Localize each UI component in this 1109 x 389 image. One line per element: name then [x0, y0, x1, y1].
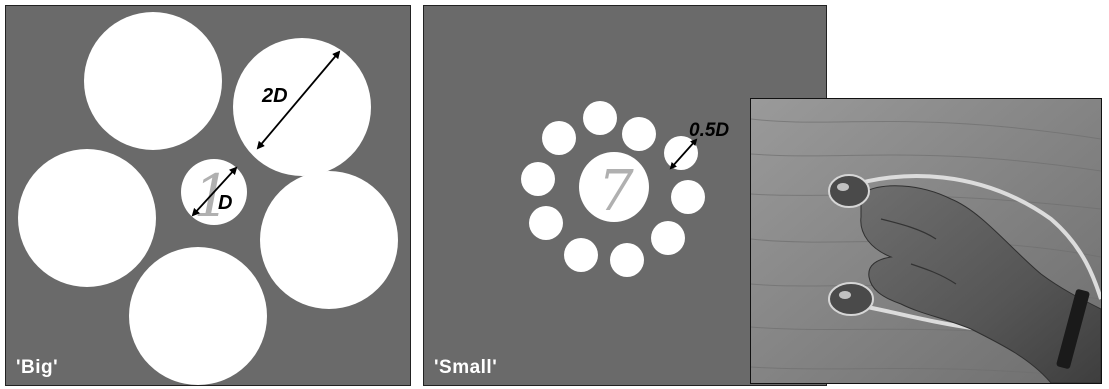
big-outer-target-2: [233, 38, 371, 176]
small-outer-target-10: [610, 243, 644, 277]
small-outer-annotation: 0.5D: [689, 120, 729, 141]
small-outer-target-2: [622, 117, 656, 151]
small-outer-target-3: [542, 121, 576, 155]
small-outer-target-7: [529, 206, 563, 240]
small-outer-target-8: [651, 221, 685, 255]
small-panel-label: 'Small': [434, 357, 497, 379]
big-outer-target-3: [18, 149, 156, 287]
big-panel-label: 'Big': [16, 357, 58, 379]
big-target-panel: 1 2D D 'Big': [5, 5, 411, 386]
small-center-digit: 7: [598, 159, 634, 224]
small-outer-target-6: [671, 180, 705, 214]
small-outer-target-9: [564, 238, 598, 272]
hand-sensor-photo: [750, 98, 1102, 384]
big-outer-target-1: [84, 12, 222, 150]
big-outer-target-4: [260, 171, 398, 309]
small-outer-target-4: [664, 136, 698, 170]
small-outer-target-1: [583, 101, 617, 135]
hand-photo-illustration: [751, 99, 1101, 383]
big-outer-target-5: [129, 247, 267, 385]
index-fingertip-sensor: [829, 175, 869, 207]
sensor-highlight: [839, 291, 851, 299]
thumb-fingertip-sensor: [829, 283, 873, 315]
big-outer-annotation: 2D: [261, 85, 288, 107]
sensor-highlight: [837, 183, 849, 191]
big-center-annotation: D: [218, 192, 232, 214]
small-outer-target-5: [521, 162, 555, 196]
big-target-diagram: 1 2D D: [6, 6, 410, 385]
